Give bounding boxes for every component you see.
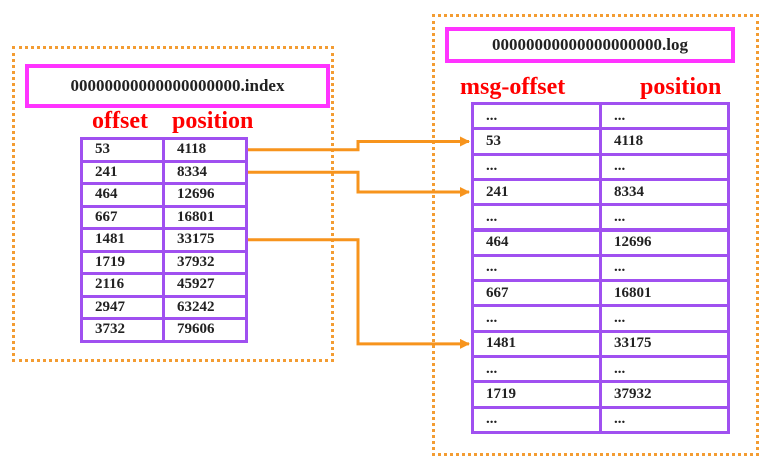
- index-position-cell: 79606: [162, 317, 248, 343]
- index-position-cell: 8334: [162, 159, 248, 185]
- index-position-cell: 63242: [162, 294, 248, 320]
- index-to-log-arrow: [248, 238, 470, 349]
- index-to-log-arrow: [248, 170, 470, 198]
- log-offset-cell: ...: [471, 405, 602, 434]
- log-filename: 00000000000000000000.log: [445, 27, 735, 63]
- log-position-cell: ...: [599, 405, 730, 434]
- index-header-position: position: [172, 108, 254, 134]
- index-header-offset: offset: [92, 108, 148, 134]
- index-filename: 00000000000000000000.index: [25, 64, 330, 108]
- log-file-panel: [432, 14, 759, 456]
- index-offset-cell: 3732: [80, 317, 165, 343]
- log-offset-cell: 1481: [471, 329, 602, 358]
- index-position-cell: 12696: [162, 182, 248, 208]
- log-header-position: position: [640, 74, 722, 100]
- log-header-msg-offset: msg-offset: [460, 74, 566, 100]
- index-to-log-arrow: [248, 136, 470, 152]
- index-file-panel: [12, 46, 334, 362]
- index-offset-cell: 667: [80, 204, 165, 230]
- log-offset-cell: ...: [471, 203, 602, 232]
- log-offset-cell: ...: [471, 355, 602, 384]
- index-offset-cell: 53: [80, 137, 165, 163]
- log-offset-cell: 1719: [471, 380, 602, 409]
- log-offset-cell: 667: [471, 279, 602, 308]
